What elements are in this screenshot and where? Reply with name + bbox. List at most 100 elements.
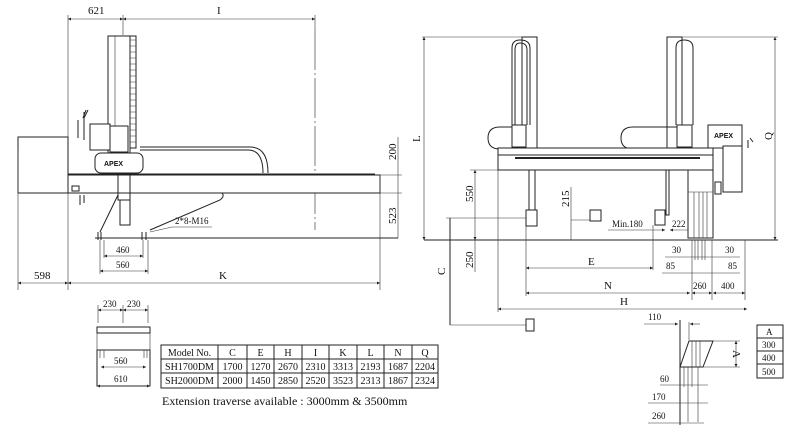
dim-N: N	[604, 280, 612, 292]
dim-60: 60	[660, 374, 670, 384]
dim-260-arm: 260	[652, 411, 666, 421]
a-value: 400	[762, 353, 776, 363]
min-180: Min.180	[612, 219, 643, 229]
table-header-cell: K	[339, 348, 347, 359]
dim-30-right: 30	[725, 245, 735, 255]
cable-connectors	[77, 109, 89, 140]
rack	[129, 35, 137, 149]
air-fitting	[747, 137, 754, 148]
dim-215: 215	[560, 190, 572, 207]
traverse-beam	[67, 174, 381, 194]
dim-170: 170	[652, 392, 666, 402]
dim-L: L	[411, 135, 423, 142]
vertical-arm	[117, 174, 131, 201]
dim-460: 460	[116, 245, 130, 255]
bolt-label: 2*8-M16	[175, 216, 209, 226]
table-cell: 1700	[223, 362, 243, 373]
table-cell: 2670	[278, 362, 298, 373]
dim-598: 598	[34, 270, 51, 282]
table-cell: 2850	[278, 376, 298, 387]
table-cell: 1867	[388, 376, 408, 387]
table-header-cell: N	[394, 348, 401, 359]
table-header-cell: Model No.	[168, 348, 211, 359]
logo-text: APEX	[104, 161, 123, 168]
control-box	[17, 136, 69, 194]
table-cell: 2520	[306, 376, 326, 387]
base-plate-top	[96, 326, 151, 334]
dim-230-right: 230	[127, 299, 141, 309]
table-cell: 2204	[415, 362, 435, 373]
left-cable-loop	[511, 39, 531, 125]
dim-E: E	[588, 256, 595, 268]
mid-gripper	[589, 209, 602, 222]
table-cell: 1270	[251, 362, 271, 373]
table-header-cell: L	[367, 348, 373, 359]
arm-detail: 110 A 60 170 260 A 300 400 500	[644, 312, 784, 425]
dim-230-left: 230	[103, 299, 117, 309]
right-cable-loop	[675, 39, 694, 125]
extension-note: Extension traverse available : 3000mm & …	[162, 394, 408, 408]
table-cell: SH2000DM	[165, 376, 214, 387]
table-cell: 3523	[333, 376, 353, 387]
dim-85-left: 85	[666, 261, 676, 271]
gripper	[119, 199, 131, 226]
dim-C: C	[436, 268, 448, 275]
front-motor	[722, 145, 743, 193]
a-table: A 300 400 500	[756, 324, 784, 379]
table-header-cell: E	[257, 348, 263, 359]
dim-I: I	[217, 5, 221, 17]
dim-Q: Q	[763, 132, 775, 140]
table-border	[160, 344, 439, 389]
arm-bracket	[679, 340, 714, 368]
bolts	[97, 232, 147, 240]
dim-H: H	[620, 296, 628, 308]
dim-K: K	[219, 270, 227, 282]
dim-200: 200	[387, 143, 399, 160]
dim-30-left: 30	[672, 245, 682, 255]
dim-260: 260	[693, 281, 707, 291]
base-detail: 230 230 560 610	[96, 299, 151, 388]
lowered-gripper	[525, 318, 535, 332]
dim-A: A	[730, 350, 742, 358]
dim-110: 110	[648, 312, 662, 322]
table-cell: 2310	[306, 362, 326, 373]
a-value: 500	[762, 367, 776, 377]
a-value: 300	[762, 340, 776, 350]
dim-523: 523	[387, 207, 399, 224]
table-header-cell: H	[284, 348, 291, 359]
spec-table: Model No. C E H I K L N Q SH1700DM 1700 1270 2670 231…	[160, 344, 439, 389]
table-header-cell: C	[229, 348, 236, 359]
table-header-cell: I	[314, 348, 317, 359]
table-cell: 3313	[333, 362, 353, 373]
dim-560: 560	[116, 260, 130, 270]
right-gripper	[654, 209, 666, 226]
dim-85-right: 85	[728, 261, 738, 271]
table-header-cell: Q	[421, 348, 429, 359]
support-bracket	[42, 192, 224, 231]
motor	[89, 123, 111, 151]
table-cell: 2000	[223, 376, 243, 387]
dim-560-base: 560	[114, 356, 128, 366]
cable-chain	[140, 146, 269, 174]
table-cell: 1687	[388, 362, 408, 373]
dim-621: 621	[88, 5, 105, 17]
table-cell: 1450	[251, 376, 271, 387]
table-cell: 2313	[361, 376, 381, 387]
left-arm	[528, 169, 536, 211]
dim-250: 250	[464, 251, 476, 268]
table-cell: 2193	[361, 362, 381, 373]
carriage-logo-box	[94, 152, 144, 174]
front-carriage	[687, 169, 714, 239]
dim-222: 222	[672, 219, 686, 229]
front-logo-text: APEX	[714, 133, 733, 140]
left-gripper	[525, 209, 538, 227]
front-view: L Q APEX 550 250	[411, 36, 778, 332]
dim-400: 400	[721, 281, 735, 291]
right-arm	[665, 169, 670, 216]
side-view: 621 I APEX 2*8-M16 460 560	[17, 5, 402, 290]
dim-610: 610	[114, 374, 128, 384]
table-cell: 2324	[415, 376, 435, 387]
table-cell: SH1700DM	[165, 362, 214, 373]
